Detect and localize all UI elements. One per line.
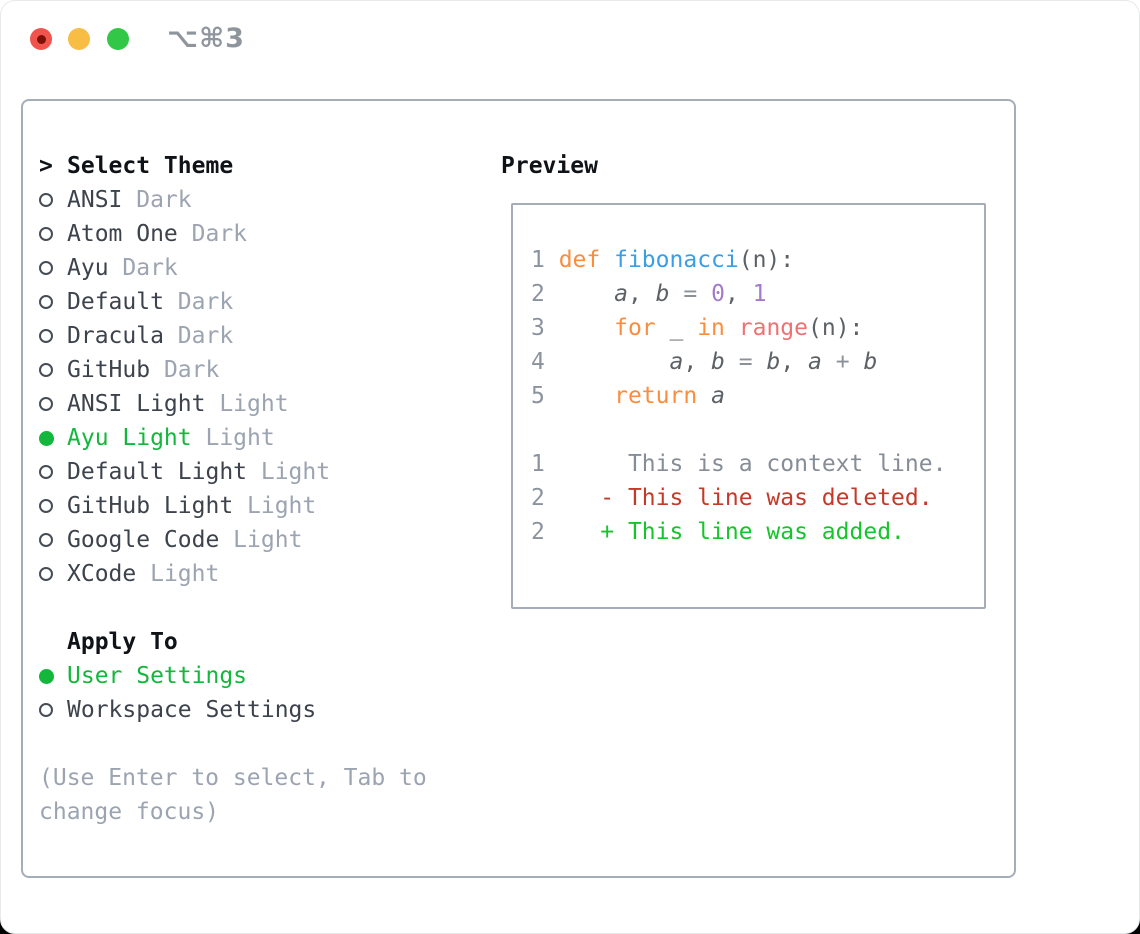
- theme-variant: Light: [191, 425, 275, 451]
- theme-option[interactable]: XCode Light: [39, 557, 479, 591]
- code-line: [531, 413, 980, 447]
- radio-column: [39, 465, 67, 479]
- radio-column: [39, 193, 67, 207]
- close-button[interactable]: [30, 28, 52, 50]
- theme-variant: Dark: [150, 357, 220, 383]
- radio-column: [39, 668, 67, 684]
- radio-icon: [39, 193, 53, 207]
- theme-name: Ayu Light Light: [67, 425, 275, 451]
- apply-to-option[interactable]: Workspace Settings: [39, 693, 479, 727]
- theme-option[interactable]: Google Code Light: [39, 523, 479, 557]
- select-theme-heading: > Select Theme: [39, 149, 479, 183]
- radio-icon: [39, 227, 53, 241]
- theme-name: Default Light Light: [67, 459, 331, 485]
- theme-option[interactable]: GitHub Dark: [39, 353, 479, 387]
- radio-column: [39, 533, 67, 547]
- apply-to-label: Workspace Settings: [67, 697, 317, 723]
- radio-selected-icon: [39, 430, 54, 446]
- help-text-line-1: (Use Enter to select, Tab to: [39, 765, 427, 791]
- theme-variant: Dark: [108, 255, 178, 281]
- theme-name: GitHub Light Light: [67, 493, 317, 519]
- theme-variant: Light: [233, 493, 317, 519]
- radio-column: [39, 363, 67, 377]
- apply-to-heading: Apply To: [39, 625, 479, 659]
- code-line: 5 return a: [531, 383, 725, 409]
- close-button-dot: [36, 34, 46, 44]
- radio-icon: [39, 261, 53, 275]
- theme-option[interactable]: ANSI Light Light: [39, 387, 479, 421]
- zoom-button[interactable]: [107, 28, 129, 50]
- theme-name: Default Dark: [67, 289, 234, 315]
- code-line: 2 + This line was added.: [531, 519, 905, 545]
- apply-to-label: User Settings: [67, 663, 248, 689]
- radio-column: [39, 499, 67, 513]
- code-line: 4 a, b = b, a + b: [531, 349, 878, 375]
- radio-icon: [39, 329, 53, 343]
- radio-column: [39, 227, 67, 241]
- radio-icon: [39, 295, 53, 309]
- theme-option[interactable]: Atom One Dark: [39, 217, 479, 251]
- radio-column: [39, 261, 67, 275]
- code-line: 1 This is a context line.: [531, 451, 947, 477]
- radio-icon: [39, 397, 53, 411]
- help-text-line-2: change focus): [39, 799, 220, 825]
- theme-option[interactable]: Default Dark: [39, 285, 479, 319]
- prompt-icon: >: [39, 153, 53, 179]
- radio-icon: [39, 499, 53, 513]
- theme-name: Atom One Dark: [67, 221, 248, 247]
- code-line: 3 for _ in range(n):: [531, 315, 864, 341]
- theme-option[interactable]: ANSI Dark: [39, 183, 479, 217]
- theme-name: ANSI Light Light: [67, 391, 289, 417]
- code-line: 2 a, b = 0, 1: [531, 281, 767, 307]
- titlebar: ⌥⌘3: [1, 1, 1139, 71]
- theme-variant: Light: [219, 527, 303, 553]
- theme-variant: Dark: [163, 323, 234, 349]
- window-title: ⌥⌘3: [167, 23, 245, 54]
- theme-variant: Dark: [177, 221, 248, 247]
- radio-column: [39, 703, 67, 717]
- apply-to-option[interactable]: User Settings: [39, 659, 479, 693]
- radio-column: [39, 329, 67, 343]
- theme-name: ANSI Dark: [67, 187, 192, 213]
- theme-variant: Dark: [163, 289, 234, 315]
- minimize-button[interactable]: [68, 28, 90, 50]
- radio-icon: [39, 363, 53, 377]
- theme-option[interactable]: Dracula Dark: [39, 319, 479, 353]
- theme-name: Google Code Light: [67, 527, 303, 553]
- code-line: 1 def fibonacci(n):: [531, 247, 795, 273]
- theme-option[interactable]: Ayu Light Light: [39, 421, 479, 455]
- theme-option[interactable]: Ayu Dark: [39, 251, 479, 285]
- theme-option[interactable]: Default Light Light: [39, 455, 479, 489]
- preview-box: 1 def fibonacci(n): 2 a, b = 0, 1 3 for _ …: [511, 203, 986, 609]
- radio-column: [39, 567, 67, 581]
- theme-name: XCode Light: [67, 561, 220, 587]
- select-theme-heading-label: Select Theme: [67, 153, 234, 179]
- radio-icon: [39, 703, 53, 717]
- theme-variant: Light: [136, 561, 220, 587]
- radio-column: [39, 397, 67, 411]
- theme-variant: Dark: [122, 187, 192, 213]
- radio-icon: [39, 465, 53, 479]
- theme-name: Dracula Dark: [67, 323, 234, 349]
- spacer: [39, 591, 479, 625]
- spacer: [39, 727, 479, 761]
- radio-column: [39, 430, 67, 446]
- theme-name: Ayu Dark: [67, 255, 178, 281]
- code-preview: 1 def fibonacci(n): 2 a, b = 0, 1 3 for _ …: [531, 243, 980, 549]
- radio-icon: [39, 567, 53, 581]
- apply-to-heading-label: Apply To: [67, 629, 178, 655]
- theme-variant: Light: [247, 459, 331, 485]
- code-line: 2 - This line was deleted.: [531, 485, 933, 511]
- radio-selected-icon: [39, 668, 54, 684]
- theme-option[interactable]: GitHub Light Light: [39, 489, 479, 523]
- preview-heading: Preview: [501, 153, 598, 179]
- radio-icon: [39, 533, 53, 547]
- theme-name: GitHub Dark: [67, 357, 220, 383]
- theme-variant: Light: [205, 391, 289, 417]
- radio-column: [39, 295, 67, 309]
